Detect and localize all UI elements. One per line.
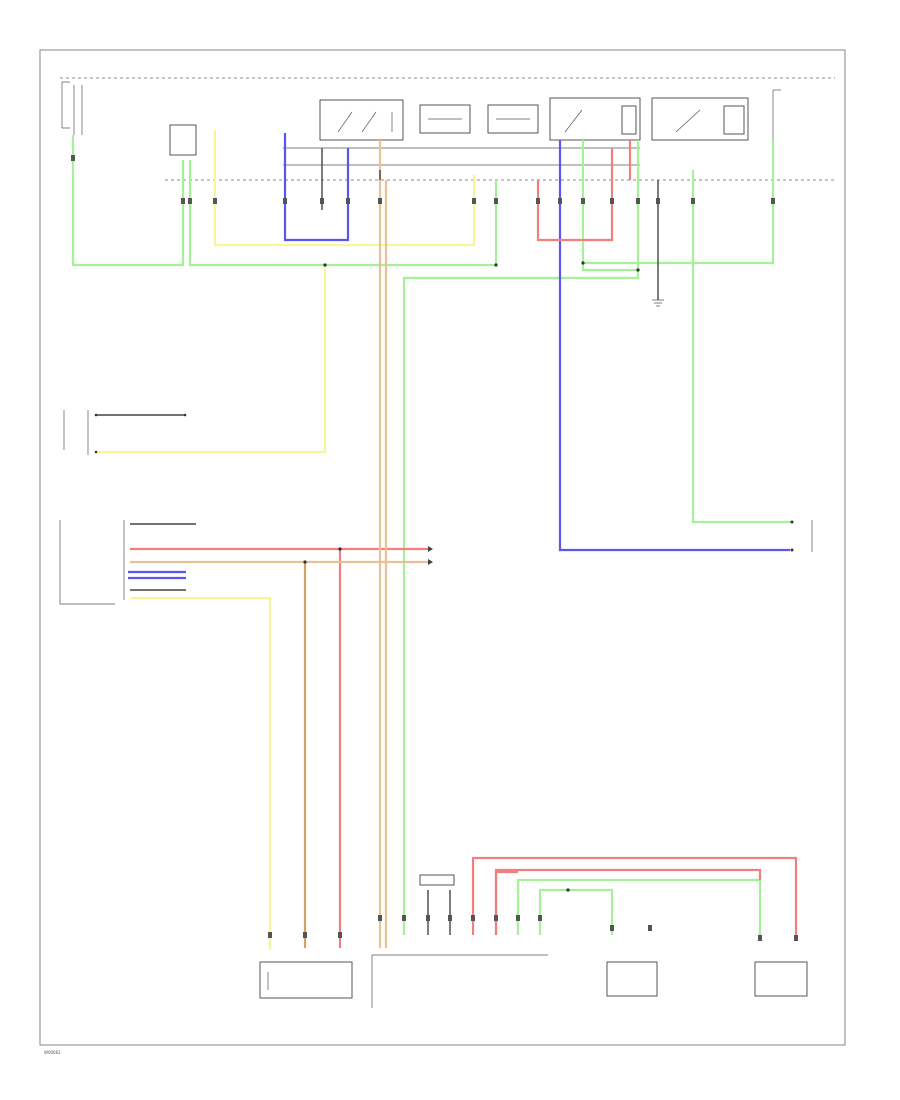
switch-contact-icon — [675, 109, 701, 133]
controller-module-bracket — [59, 520, 125, 605]
switch-assembly-2 — [549, 97, 641, 141]
red-wires — [130, 140, 798, 948]
bottom-small-connector — [419, 874, 455, 886]
switch-assembly-3 — [651, 97, 749, 141]
splice-dot-icon — [303, 261, 640, 892]
switch-contact-icon — [337, 111, 353, 133]
right-mid-component — [790, 520, 813, 552]
yellow-wires — [96, 130, 476, 950]
top-wire-terminals — [71, 155, 775, 204]
blue-wires — [128, 133, 790, 580]
ecm-left-bracket — [61, 81, 83, 135]
top-module-box — [169, 124, 197, 156]
diagram-frame — [39, 49, 846, 1046]
green-wires — [71, 135, 792, 935]
left-upper-component — [63, 410, 187, 455]
bottom-right-module — [754, 961, 808, 997]
connector-terminal-icon — [428, 546, 433, 565]
black-wires — [96, 148, 659, 935]
bottom-left-module — [259, 961, 353, 999]
bottom-center-module — [606, 961, 658, 997]
relay-1 — [419, 104, 471, 134]
figure-code: W00062 — [44, 1050, 61, 1055]
switch-contact-icon — [564, 109, 583, 133]
bottom-wire-terminals — [268, 915, 798, 941]
switch-contact-icon — [361, 111, 377, 133]
orange-wires — [130, 140, 428, 948]
ground-symbol-icon — [652, 299, 664, 307]
bottom-connector-block — [371, 954, 548, 1008]
top-right-bracket — [772, 89, 781, 140]
switch-assembly-1 — [319, 99, 404, 141]
relay-2 — [487, 104, 539, 134]
